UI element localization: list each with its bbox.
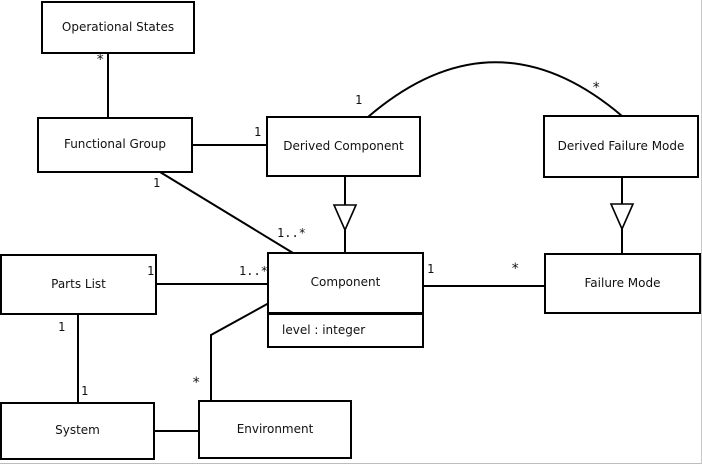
association-functionalgroup-component [159,171,294,254]
class-operational-states[interactable]: Operational States [41,1,195,54]
class-parts-list[interactable]: Parts List [0,254,157,315]
multiplicity-partslist-component-many: 1..* [239,264,268,278]
association-environment-component [210,302,270,401]
class-label: Functional Group [63,137,167,152]
class-system[interactable]: System [0,402,155,460]
class-derived-component[interactable]: Derived Component [266,116,421,177]
class-failure-mode[interactable]: Failure Mode [544,253,701,314]
multiplicity-dc-arc: 1 [355,93,363,107]
multiplicity-fg-component-one: 1 [153,176,161,190]
multiplicity-fg-component-many: 1..* [277,226,306,240]
class-label: Failure Mode [584,275,661,290]
multiplicity-component-fm-star: * [511,261,520,277]
class-label: Environment [236,421,314,436]
multiplicity-fg-dc: 1 [254,125,262,139]
multiplicity-dfm-arc: * [592,80,601,96]
class-label: Derived Component [283,138,404,153]
association-derivedcomponent-derivedfailuremode-arc [367,61,623,118]
class-attribute: level : integer [282,322,366,337]
class-component[interactable]: Component level : integer [267,252,424,348]
class-label: Parts List [51,276,106,291]
class-label: Operational States [61,19,175,34]
generalization-triangle-failuremode [609,203,635,231]
multiplicity-partslist-system-bottom: 1 [81,384,89,398]
class-label: Derived Failure Mode [557,138,685,153]
class-functional-group[interactable]: Functional Group [37,117,193,173]
multiplicity-environment-component: * [192,375,201,391]
multiplicity-partslist-system-top: 1 [58,320,66,334]
multiplicity-os-fg: * [96,52,105,68]
multiplicity-partslist-component-one: 1 [147,264,155,278]
class-label: System [55,423,100,438]
class-label: Component [310,275,381,290]
multiplicity-component-fm-one: 1 [427,262,435,276]
class-derived-failure-mode[interactable]: Derived Failure Mode [543,115,699,178]
class-environment[interactable]: Environment [198,400,352,459]
generalization-triangle-component [332,204,358,232]
